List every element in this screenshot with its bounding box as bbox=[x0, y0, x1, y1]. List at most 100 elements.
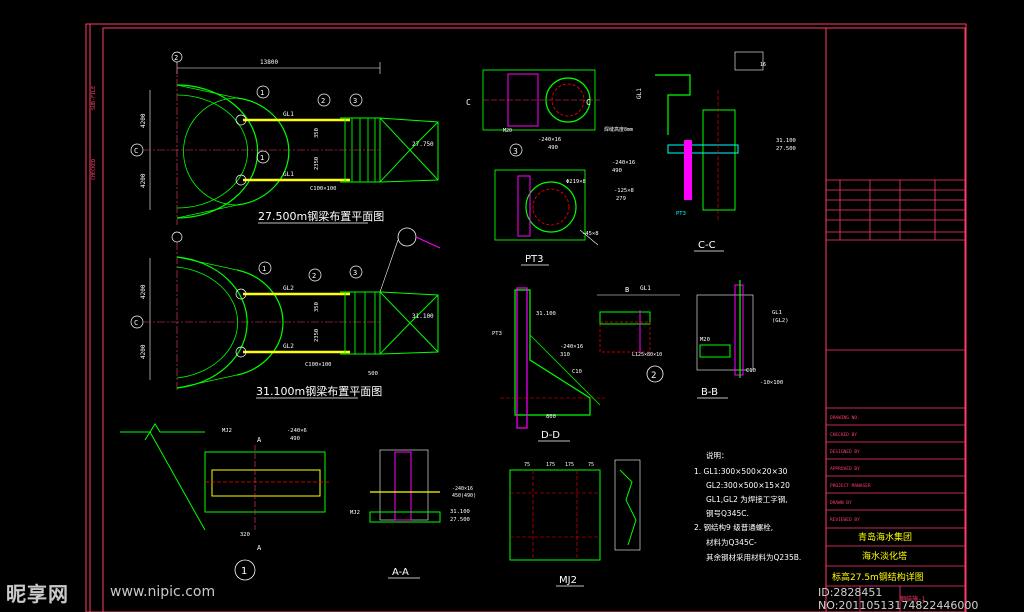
section-cc-plate: -240×16 bbox=[612, 160, 635, 166]
notes-line-2: GL2:300×500×15×20 bbox=[706, 481, 790, 490]
detail-1-label: 1 bbox=[241, 566, 247, 577]
pt3-title: PT3 bbox=[525, 254, 544, 265]
plan-top-axis-top: 2 bbox=[174, 54, 178, 62]
plan-bottom-title: 31.100m钢梁布置平面图 bbox=[256, 384, 382, 398]
bb-dim: -10×100 bbox=[760, 380, 783, 386]
detail-1: MJ2 -240×6 490 A A 320 1 bbox=[120, 423, 330, 581]
notes-line-1: 1. GL1:300×500×20×30 bbox=[694, 467, 788, 476]
detail-2: GL1 B L125×80×10 2 bbox=[597, 285, 680, 383]
detail-2-label-b: B bbox=[625, 286, 629, 294]
section-cc-dim-c: -125×8 bbox=[614, 188, 634, 194]
title-project: 海水淡化塔 bbox=[862, 550, 907, 562]
plan-bottom-marker-c: 3 bbox=[353, 269, 357, 277]
plan-bottom-note: C100×100 bbox=[305, 362, 332, 368]
detail-3-section-left: C bbox=[466, 98, 471, 107]
svg-text:CHECKED BY: CHECKED BY bbox=[830, 432, 857, 438]
notes-line-7: 其余钢材采用材料为Q235B. bbox=[706, 552, 801, 562]
mj2-dim-0: 75 bbox=[524, 462, 530, 468]
bb-gl: GL1 bbox=[772, 310, 782, 316]
notes-line-4: 钢号Q345C. bbox=[706, 508, 749, 518]
aa-title: A-A bbox=[392, 567, 409, 578]
notes-line-5: 2. 钢结构9 级普通螺栓, bbox=[694, 522, 773, 532]
plan-bottom-marker-a: 1 bbox=[262, 265, 266, 273]
plan-top-beam-2: GL1 bbox=[283, 171, 294, 178]
notes-header: 说明： bbox=[706, 450, 729, 460]
aa-elev2: 27.500 bbox=[450, 517, 470, 523]
bb-c: C10 bbox=[746, 368, 756, 374]
title-company: 青岛海水集团 bbox=[858, 531, 912, 543]
section-cc-dim-top: 16 bbox=[760, 62, 766, 68]
plan-bottom-dim-left-a: 4200 bbox=[140, 284, 147, 299]
plan-bottom-mid-dim-1: 350 bbox=[314, 302, 320, 312]
detail-2-angle: L125×80×10 bbox=[632, 352, 662, 358]
plan-top-note: C100×100 bbox=[310, 186, 337, 192]
watermark-brand: 昵享网 bbox=[6, 582, 69, 606]
section-cc-weld: 焊缝高度8mm bbox=[604, 126, 633, 133]
plan-top-beam-1: GL1 bbox=[283, 111, 294, 118]
bb-gl2: (GL2) bbox=[772, 318, 789, 324]
plan-bottom-beam-2: GL2 bbox=[283, 343, 294, 350]
section-cc-elev2: 27.500 bbox=[776, 146, 796, 152]
mj2-title: MJ2 bbox=[559, 575, 577, 586]
section-cc: 16 GL1 31.100 27.500 -240×16 490 -125×8 … bbox=[604, 51, 796, 252]
svg-text:SUB-FILE: SUB-FILE bbox=[91, 86, 97, 110]
title-block bbox=[826, 179, 966, 612]
notes-line-3: GL1,GL2 为焊接工字钢, bbox=[706, 494, 788, 504]
title-code: 钢结施-1 bbox=[900, 595, 926, 603]
aa-elev: 31.100 bbox=[450, 509, 470, 515]
pt3-dim: -45×8 bbox=[582, 231, 599, 237]
detail-3-bolt: M20 bbox=[503, 128, 512, 134]
svg-text:PROJECT MANAGER: PROJECT MANAGER bbox=[830, 483, 871, 489]
plan-bottom-marker-b: 2 bbox=[312, 272, 316, 280]
detail-mj2: 75 175 175 75 MJ2 bbox=[509, 459, 641, 587]
section-cc-dim-c-len: 279 bbox=[616, 196, 626, 202]
section-cc-gl: GL1 bbox=[636, 88, 643, 99]
dd-title: D-D bbox=[541, 430, 560, 441]
plan-bottom-beam-1: GL2 bbox=[283, 285, 294, 292]
plan-bottom-right-label: 31.100 bbox=[412, 313, 434, 320]
detail-1-plate: -240×6 bbox=[287, 428, 307, 434]
left-margin-labels: SUB-FILE CHECKED bbox=[91, 86, 97, 180]
section-aa: 31.100 27.500 MJ2 -240×16 450(490) A-A bbox=[350, 449, 476, 579]
mj2-dim-1: 175 bbox=[546, 462, 555, 468]
svg-text:DESIGNED BY: DESIGNED BY bbox=[830, 449, 860, 455]
detail-3-plate: -240×16 bbox=[538, 137, 561, 143]
bb-m: M20 bbox=[700, 337, 710, 343]
plan-bottom-mid-dim-2: 2350 bbox=[314, 329, 320, 342]
svg-text:APPROVED BY: APPROVED BY bbox=[830, 466, 860, 472]
plan-bottom: 4200 4200 C GL2 GL2 31.100 350 2350 C100… bbox=[130, 227, 441, 399]
plan-top-mid-dim-1: 350 bbox=[314, 128, 320, 138]
aa-m: MJ2 bbox=[350, 510, 360, 516]
plan-top-axis-c: C bbox=[134, 147, 138, 155]
plan-bottom-dim-500: 500 bbox=[368, 371, 378, 377]
section-cc-title: C-C bbox=[698, 240, 716, 251]
title-drawing: 标高27.5m钢结构详图 bbox=[832, 571, 924, 583]
watermark-id: ID:2828451 NO:20110513174822446000 bbox=[818, 586, 979, 612]
section-bb: GL1 (GL2) C10 -10×100 M20 B-B bbox=[696, 280, 789, 399]
detail-1-m: MJ2 bbox=[222, 428, 232, 434]
aa-plate: -240×16 bbox=[452, 486, 473, 492]
detail-1-section-top: A bbox=[257, 436, 262, 444]
detail-pt3: -45×8 Φ219×8 PT3 bbox=[494, 169, 599, 266]
title-block-text: DRAWING NO. CHECKED BY DESIGNED BY APPRO… bbox=[830, 415, 871, 523]
svg-text:REVIEWED BY: REVIEWED BY bbox=[830, 517, 860, 523]
detail-1-dim: 320 bbox=[240, 532, 250, 538]
plan-top-mid-dim-2: 2350 bbox=[314, 157, 320, 170]
plan-bottom-axis-c: C bbox=[134, 319, 138, 327]
svg-text:CHECKED: CHECKED bbox=[91, 159, 97, 180]
bb-title: B-B bbox=[701, 387, 718, 398]
dd-dim-800: 800 bbox=[546, 414, 556, 420]
mj2-dim-2: 175 bbox=[565, 462, 574, 468]
plan-top-dim-left-a: 4200 bbox=[140, 113, 147, 128]
plan-bottom-dim-left-b: 4200 bbox=[140, 344, 147, 359]
plan-top-marker-a: 1 bbox=[260, 89, 264, 97]
section-cc-pt: PT3 bbox=[676, 211, 686, 217]
detail-3: C C -240×16 490 M20 3 bbox=[466, 69, 600, 157]
detail-3-section-right: C bbox=[586, 98, 591, 107]
pt3-dim2: Φ219×8 bbox=[566, 179, 586, 185]
dd-c: C10 bbox=[572, 369, 582, 375]
general-notes: 说明： 1. GL1:300×500×20×30 GL2:300×500×15×… bbox=[694, 450, 801, 562]
dd-plate: -240×16 bbox=[560, 344, 583, 350]
detail-1-plate-len: 490 bbox=[290, 436, 300, 442]
